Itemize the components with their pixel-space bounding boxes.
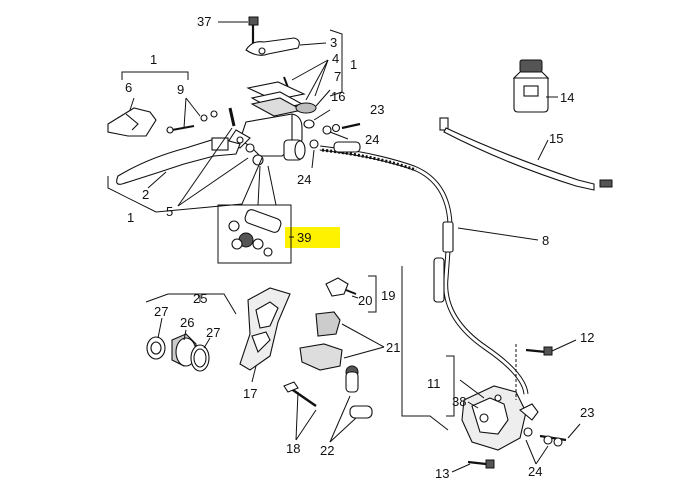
callout-5: 5 [166, 204, 173, 219]
caliper-pistons [145, 293, 237, 372]
callout-18: 18 [286, 441, 300, 456]
callout-3: 3 [330, 35, 337, 50]
callout-labels: 37 3 1 4 7 1 16 23 24 24 6 9 2 5 1 1 39 … [125, 14, 594, 481]
callout-9: 9 [177, 82, 184, 97]
brake-hose [319, 141, 539, 395]
seal-kit-39 [217, 165, 294, 264]
lever-assembly [107, 71, 263, 213]
bleeder-and-pads [299, 275, 385, 371]
callout-37: 37 [197, 14, 211, 29]
callout-4: 4 [332, 51, 339, 66]
callout-16: 16 [331, 89, 345, 104]
brake-fluid-bottle [512, 59, 558, 113]
callout-21: 21 [386, 340, 400, 355]
callout-8: 8 [542, 233, 549, 248]
callout-1-top: 1 [150, 52, 157, 67]
callout-23-top: 23 [370, 102, 384, 117]
callout-11: 11 [427, 376, 441, 391]
callout-7: 7 [334, 69, 341, 84]
callout-13: 13 [435, 466, 449, 481]
callout-17: 17 [243, 386, 257, 401]
callout-1-right: 1 [350, 57, 357, 72]
callout-39: 39 [297, 230, 311, 245]
callout-27-left: 27 [154, 304, 168, 319]
callout-14: 14 [560, 90, 574, 105]
callout-6: 6 [125, 80, 132, 95]
caliper-bushes [329, 365, 373, 443]
pad-pin [283, 381, 317, 441]
callout-24-top: 24 [365, 132, 379, 147]
callout-20: 20 [358, 293, 372, 308]
master-cylinder-assembly [218, 16, 361, 169]
callout-24-bottom: 24 [528, 464, 542, 479]
callout-23-bottom: 23 [580, 405, 594, 420]
callout-12: 12 [580, 330, 594, 345]
brake-caliper [401, 266, 581, 473]
callout-19: 19 [381, 288, 395, 303]
switch-cable [439, 117, 613, 191]
callout-2: 2 [142, 187, 149, 202]
callout-24-mid: 24 [297, 172, 311, 187]
callout-1-bottom: 1 [127, 210, 134, 225]
callout-22: 22 [320, 443, 334, 458]
callout-26: 26 [180, 315, 194, 330]
callout-25: 25 [193, 291, 207, 306]
callout-15: 15 [549, 131, 563, 146]
callout-27-right: 27 [206, 325, 220, 340]
highlight-box-39 [285, 227, 340, 248]
callout-38: 38 [452, 394, 466, 409]
pad-spring [239, 287, 291, 383]
